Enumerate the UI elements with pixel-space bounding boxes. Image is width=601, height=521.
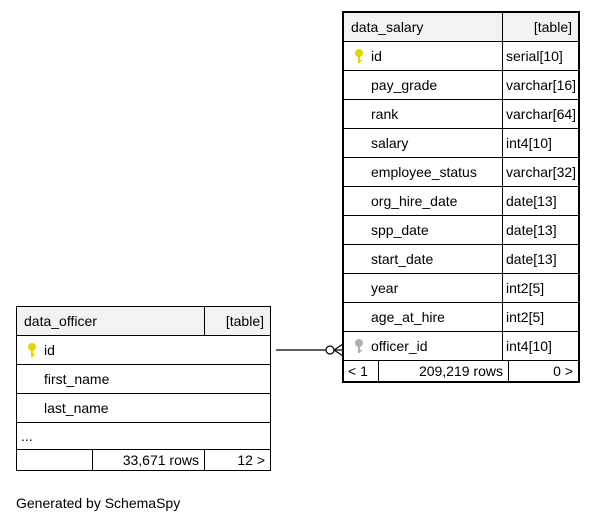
table-footer: < 1 209,219 rows 0 > [343,360,579,382]
table-kind: [table] [204,306,271,336]
column-name[interactable]: first_name [44,371,110,387]
row-count: 209,219 rows [379,361,509,381]
column-type: date[13] [502,215,579,245]
column-type: int2[5] [502,273,579,303]
column-row[interactable]: first_name [16,364,271,394]
column-row[interactable]: rank varchar[64] [343,99,579,129]
children-count[interactable]: 12 > [204,449,271,471]
column-row[interactable]: id serial[10] [343,41,579,71]
parents-count [15,449,94,471]
column-row[interactable]: org_hire_date date[13] [343,186,579,216]
column-type: serial[10] [502,41,579,71]
more-columns-row: ... [16,422,271,450]
children-count[interactable]: 0 > [553,363,573,379]
column-row[interactable]: id [16,335,271,365]
column-name[interactable]: org_hire_date [371,193,458,209]
parents-count[interactable]: < 1 [344,361,379,381]
column-type: varchar[16] [502,70,579,100]
generated-by-text: Generated by SchemaSpy [16,495,181,511]
column-name[interactable]: pay_grade [371,77,438,93]
column-type: int4[10] [502,331,579,361]
column-row[interactable]: start_date date[13] [343,244,579,274]
column-name[interactable]: id [371,48,382,64]
column-name[interactable]: rank [371,106,399,122]
column-name[interactable]: last_name [44,400,109,416]
column-type: int4[10] [502,128,579,158]
column-row[interactable]: salary int4[10] [343,128,579,158]
column-name[interactable]: id [44,342,55,358]
column-row[interactable]: age_at_hire int2[5] [343,302,579,332]
table-name[interactable]: data_salary [343,12,503,42]
column-type: varchar[64] [502,99,579,129]
table-header: data_officer [table] [16,306,271,336]
column-row[interactable]: officer_id int4[10] [343,331,579,361]
more-columns[interactable]: ... [16,422,271,450]
table-name[interactable]: data_officer [16,306,205,336]
column-row[interactable]: spp_date date[13] [343,215,579,245]
column-name[interactable]: officer_id [371,338,428,354]
table-footer: 33,671 rows 12 > [15,449,271,471]
column-row[interactable]: employee_status varchar[32] [343,157,579,187]
column-row[interactable]: last_name [16,393,271,423]
column-type: date[13] [502,244,579,274]
column-name[interactable]: year [371,280,399,296]
data-officer-table[interactable]: data_officer [table] id first_name last_na… [15,306,271,471]
column-name[interactable]: salary [371,135,409,151]
column-type: date[13] [502,186,579,216]
column-name[interactable]: employee_status [371,164,477,180]
column-name[interactable]: spp_date [371,222,429,238]
column-name[interactable]: start_date [371,251,434,267]
row-count: 33,671 rows [92,449,205,471]
column-name[interactable]: age_at_hire [371,309,445,325]
column-type: int2[5] [502,302,579,332]
table-kind: [table] [502,12,579,42]
table-header: data_salary [table] [343,12,579,42]
column-row[interactable]: pay_grade varchar[16] [343,70,579,100]
column-type: varchar[32] [502,157,579,187]
column-row[interactable]: year int2[5] [343,273,579,303]
